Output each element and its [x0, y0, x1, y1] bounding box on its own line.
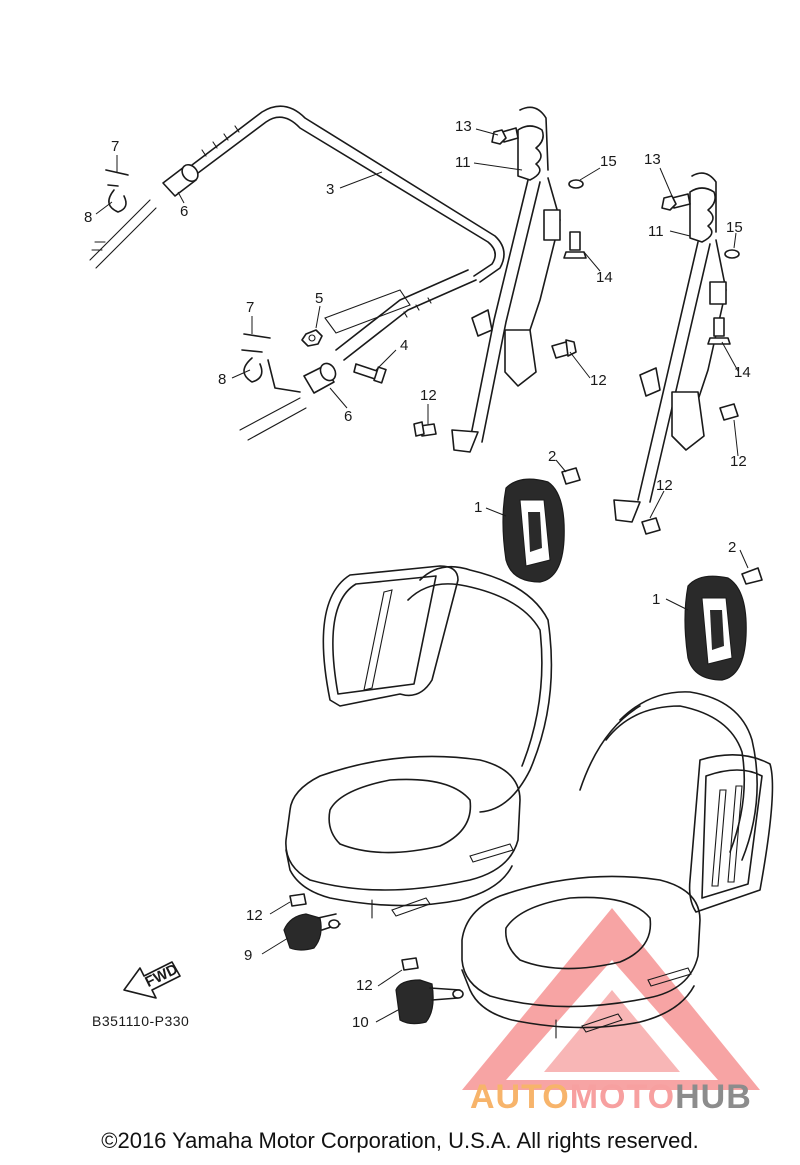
- callout-13a: 13: [455, 118, 472, 135]
- callout-8a: 8: [84, 209, 92, 226]
- callout-15a: 15: [600, 153, 617, 170]
- buckle-part-10: [395, 979, 464, 1025]
- callout-14b: 14: [734, 364, 751, 381]
- callout-14a: 14: [596, 269, 613, 286]
- callout-2b: 2: [728, 539, 736, 556]
- watermark-text: AUTOMOTOHUB: [470, 1078, 752, 1117]
- callout-8b: 8: [218, 371, 226, 388]
- callout-11b: 11: [648, 223, 664, 240]
- callout-12a: 12: [590, 372, 607, 389]
- callout-12f: 12: [356, 977, 373, 994]
- callout-9: 9: [244, 947, 252, 964]
- seat-belt-right: [613, 172, 727, 523]
- callout-4: 4: [400, 337, 408, 354]
- sleeve-part-6: [162, 163, 337, 394]
- seat-right: [461, 691, 774, 1039]
- fwd-label: FWD: [142, 961, 180, 991]
- watermark-auto: AUTO: [470, 1078, 570, 1116]
- callout-13b: 13: [644, 151, 661, 168]
- fwd-arrow-icon: FWD: [123, 961, 181, 999]
- catalog-code: B351110-P330: [92, 1013, 190, 1029]
- headrest-right: [684, 575, 747, 681]
- callout-15b: 15: [726, 219, 743, 236]
- buckle-part-9: [283, 913, 341, 951]
- callout-1b: 1: [652, 591, 660, 608]
- watermark-hub: HUB: [675, 1078, 752, 1116]
- callout-7b: 7: [246, 299, 254, 316]
- seat-left: [285, 565, 553, 919]
- watermark-logo: [462, 908, 760, 1090]
- callout-12c: 12: [730, 453, 747, 470]
- callout-11a: 11: [455, 154, 471, 171]
- callout-10: 10: [352, 1014, 369, 1031]
- watermark-moto: MOTO: [569, 1078, 676, 1116]
- callout-1a: 1: [474, 499, 482, 516]
- callout-leaders: [95, 128, 749, 1023]
- pin-clip-left: [89, 169, 307, 441]
- callout-12e: 12: [246, 907, 263, 924]
- copyright-notice: ©2016 Yamaha Motor Corporation, U.S.A. A…: [101, 1128, 699, 1153]
- callout-3: 3: [326, 181, 334, 198]
- callout-6a: 6: [180, 203, 188, 220]
- callout-7a: 7: [111, 138, 119, 155]
- nut-bolt: [301, 329, 387, 384]
- callout-2a: 2: [548, 448, 556, 465]
- grab-bar-part-3: [191, 105, 505, 361]
- headrest-left: [502, 478, 565, 583]
- fasteners: [289, 127, 763, 971]
- callout-5: 5: [315, 290, 323, 307]
- seat-belt-left: [451, 106, 561, 453]
- callout-6b: 6: [344, 408, 352, 425]
- callout-12d: 12: [656, 477, 673, 494]
- callout-labels: 7 8 6 3 7 5 4 8 6 13 11 15 14 12 12 13 1…: [84, 118, 751, 1031]
- callout-12b: 12: [420, 387, 437, 404]
